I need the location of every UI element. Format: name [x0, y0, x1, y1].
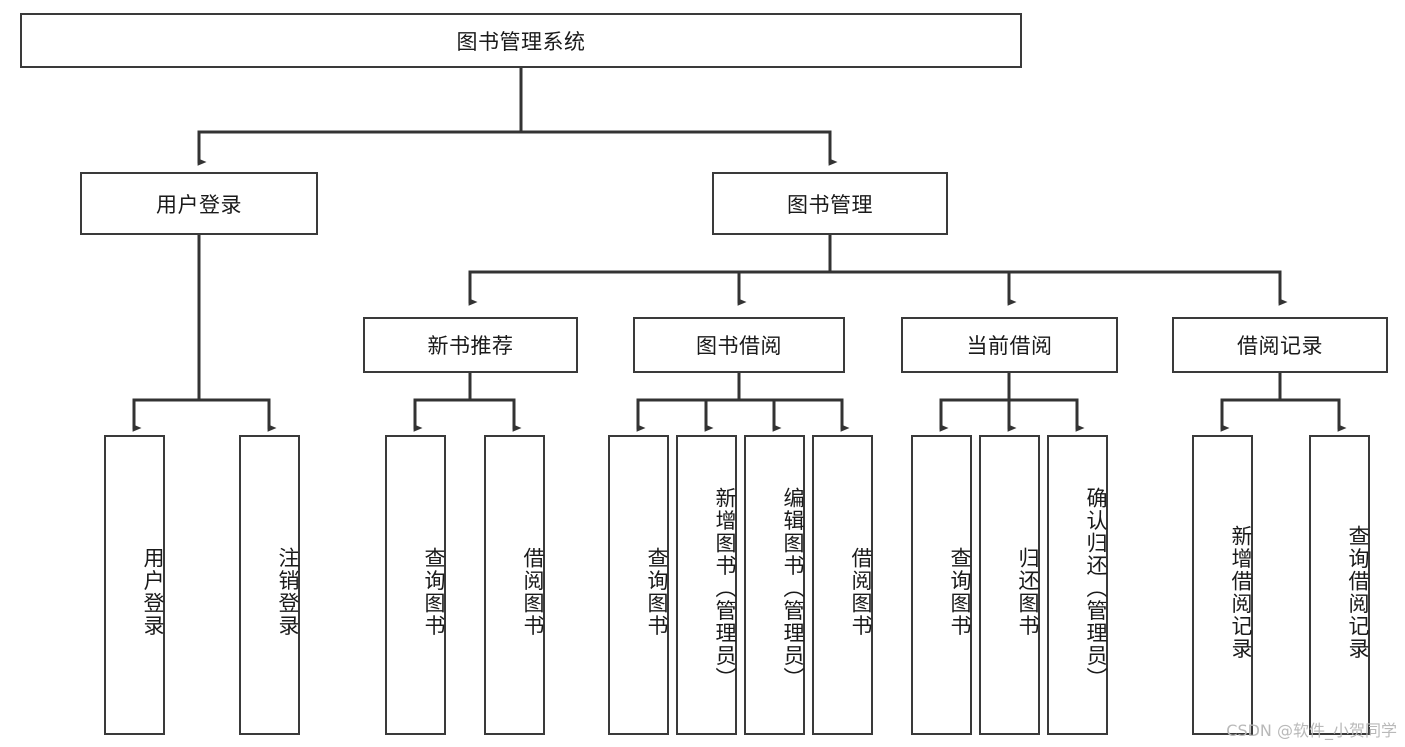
node-label: 当前借阅 — [966, 334, 1053, 358]
node-label: 新增图书（管理员） — [713, 486, 737, 690]
leaf-query-record[interactable]: 查询借阅记录 — [1309, 435, 1370, 735]
node-label: 图书借阅 — [696, 334, 782, 358]
leaf-query-book-recommend[interactable]: 查询图书 — [385, 435, 446, 735]
leaf-return-book[interactable]: 归还图书 — [979, 435, 1040, 735]
leaf-user-logout[interactable]: 注销登录 — [239, 435, 300, 735]
leaf-edit-book[interactable]: 编辑图书（管理员） — [744, 435, 805, 735]
node-label: 编辑图书（管理员） — [781, 486, 805, 690]
node-new-book-recommend[interactable]: 新书推荐 — [363, 317, 578, 373]
node-label: 确认归还（管理员） — [1084, 486, 1108, 690]
leaf-confirm-return[interactable]: 确认归还（管理员） — [1047, 435, 1108, 735]
node-borrow-record[interactable]: 借阅记录 — [1172, 317, 1388, 373]
node-label: 借阅图书 — [849, 547, 873, 637]
leaf-query-book-borrow[interactable]: 查询图书 — [608, 435, 669, 735]
node-label: 归还图书 — [1016, 547, 1040, 637]
leaf-user-login[interactable]: 用户登录 — [104, 435, 165, 735]
node-label: 查询借阅记录 — [1346, 524, 1370, 660]
node-label: 借阅图书 — [521, 547, 545, 637]
leaf-add-book[interactable]: 新增图书（管理员） — [676, 435, 737, 735]
node-label: 用户登录 — [156, 192, 242, 217]
node-label: 借阅记录 — [1237, 334, 1323, 358]
leaf-add-record[interactable]: 新增借阅记录 — [1192, 435, 1253, 735]
node-label: 图书管理系统 — [456, 29, 586, 54]
node-book-manage[interactable]: 图书管理 — [712, 172, 948, 235]
node-label: 查询图书 — [422, 547, 446, 637]
node-label: 用户登录 — [141, 547, 165, 637]
node-label: 新书推荐 — [427, 334, 514, 358]
node-current-borrow[interactable]: 当前借阅 — [901, 317, 1118, 373]
node-label: 查询图书 — [645, 547, 669, 637]
node-root-system[interactable]: 图书管理系统 — [20, 13, 1022, 68]
node-label: 查询图书 — [948, 547, 972, 637]
node-label: 注销登录 — [276, 547, 300, 637]
node-label: 新增借阅记录 — [1229, 524, 1253, 660]
leaf-borrow-book[interactable]: 借阅图书 — [812, 435, 873, 735]
node-label: 图书管理 — [787, 192, 873, 217]
node-book-borrow[interactable]: 图书借阅 — [633, 317, 845, 373]
node-user-login[interactable]: 用户登录 — [80, 172, 318, 235]
leaf-query-book-current[interactable]: 查询图书 — [911, 435, 972, 735]
leaf-borrow-book-recommend[interactable]: 借阅图书 — [484, 435, 545, 735]
